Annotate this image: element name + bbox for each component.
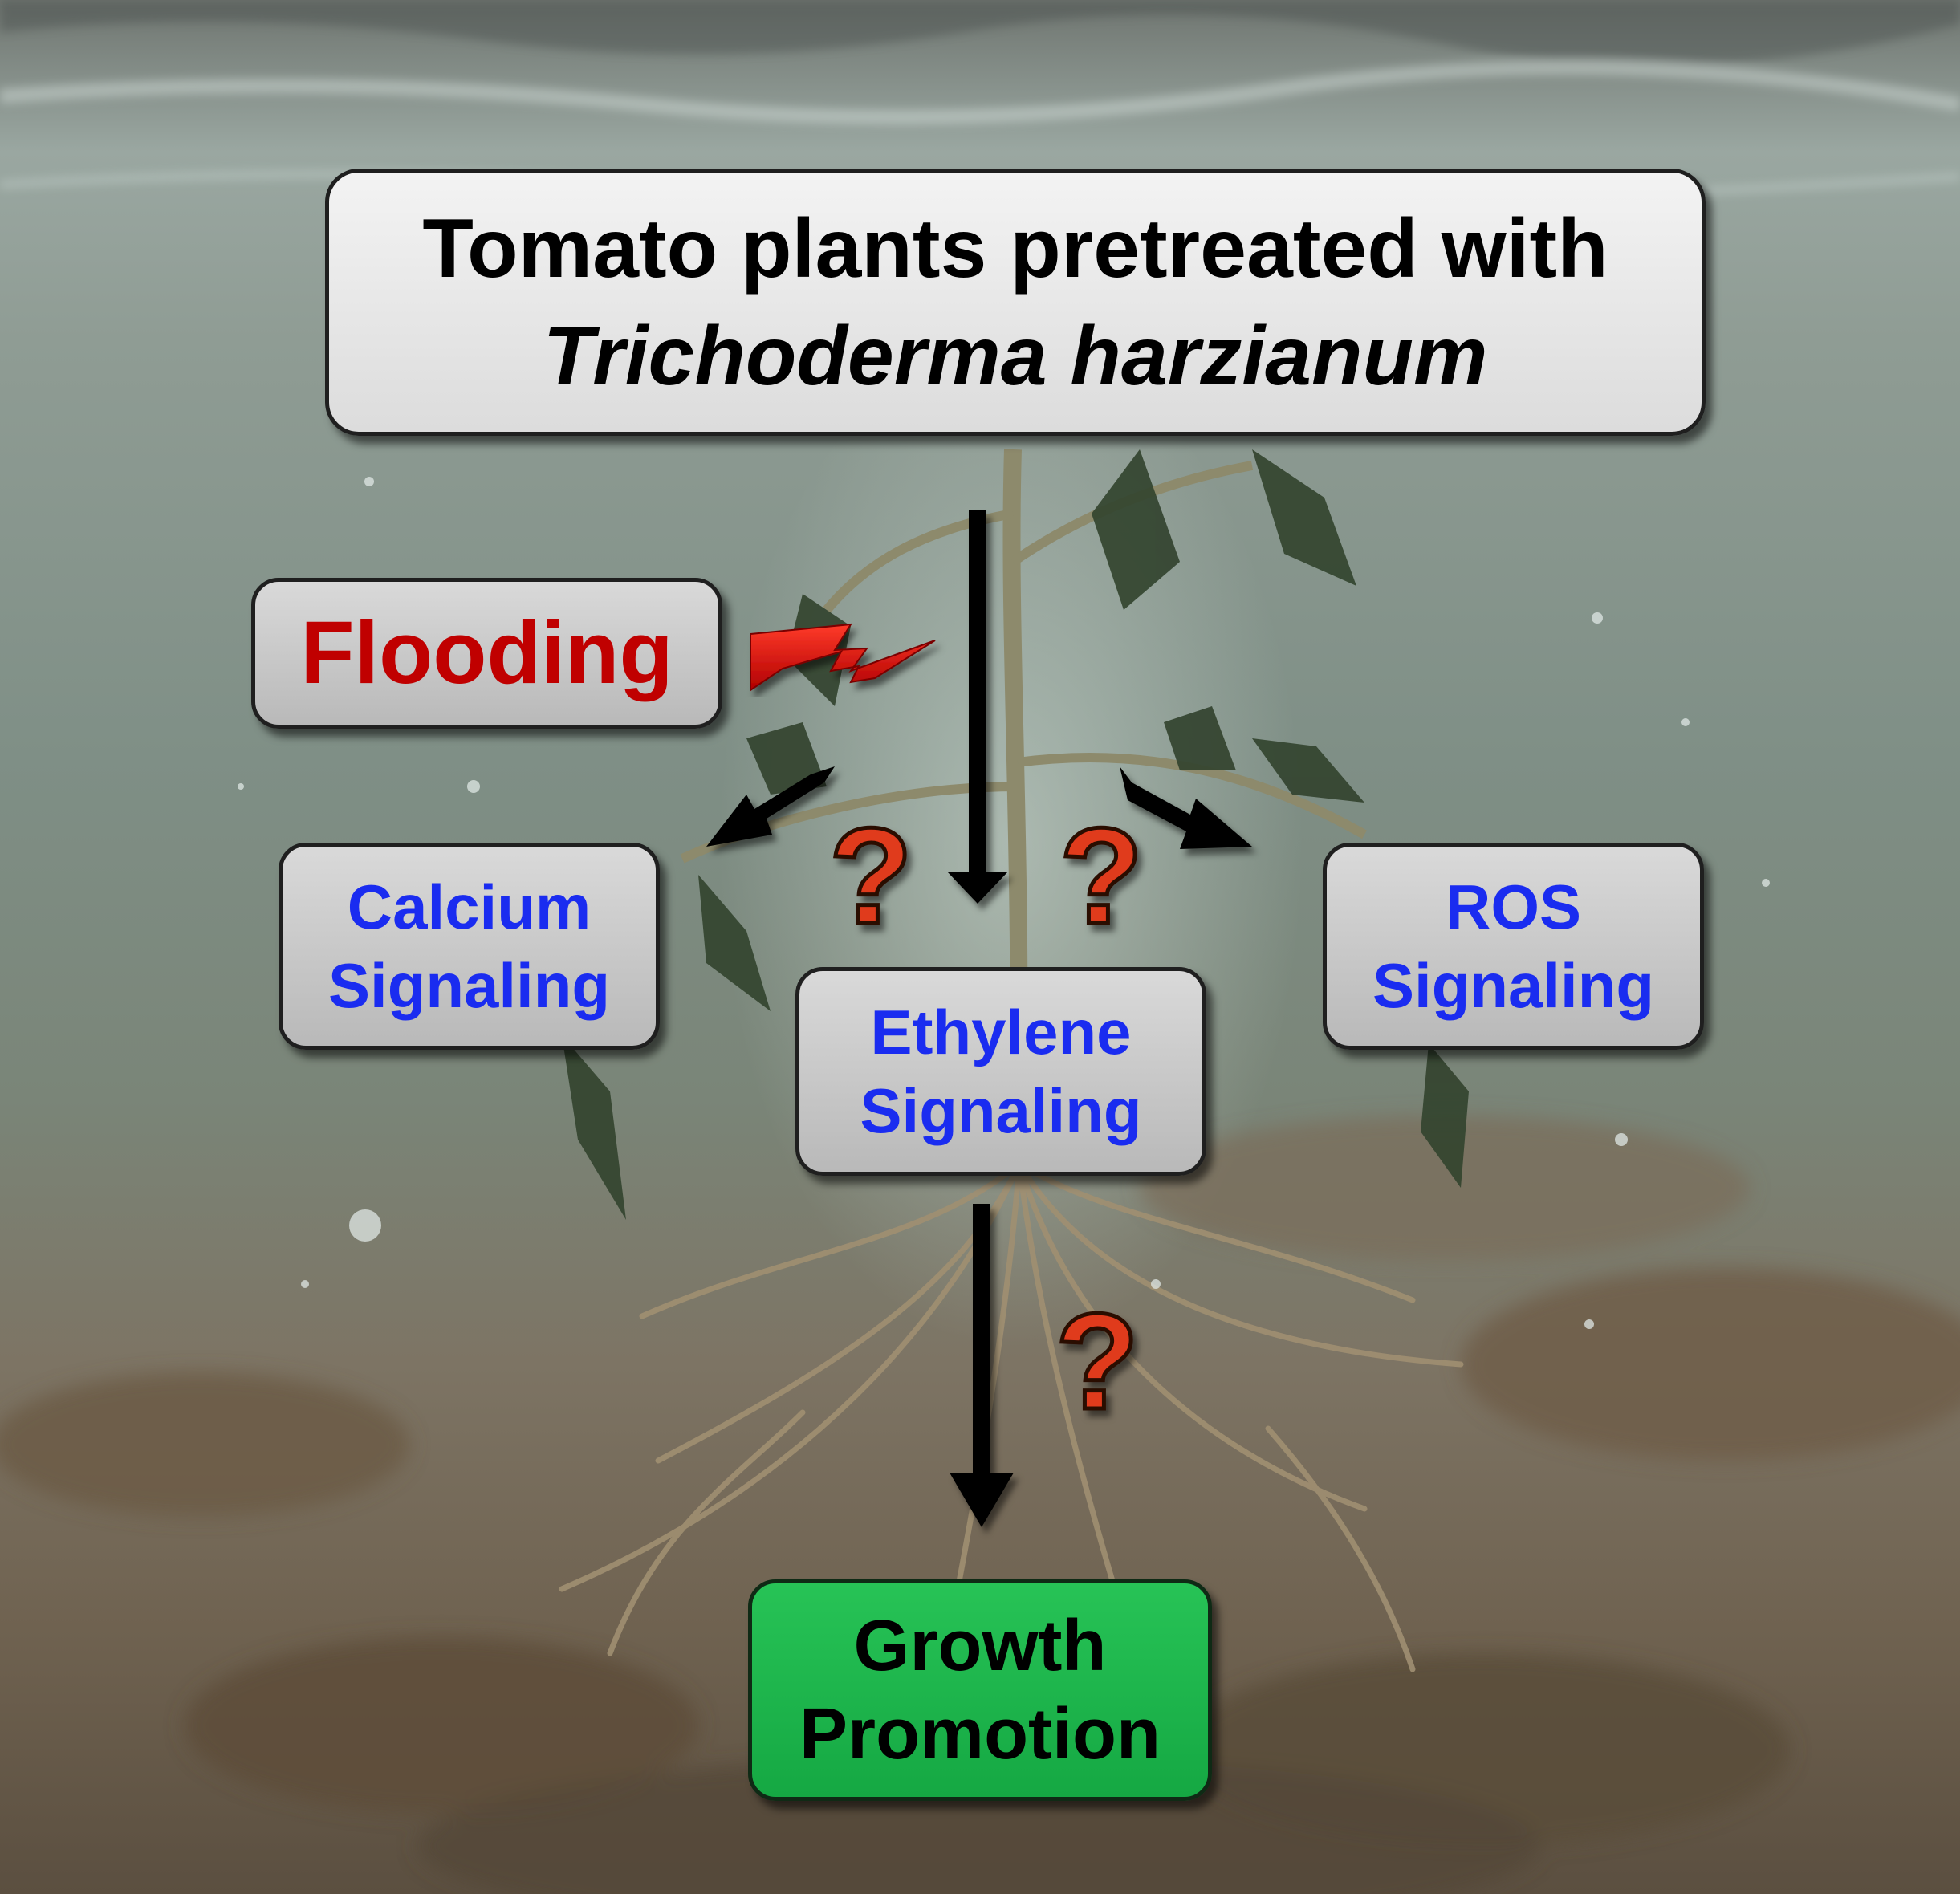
ros-line-1: ROS [1445, 872, 1582, 942]
arrow-to-calcium [706, 766, 835, 847]
ethylene-signaling-box: Ethylene Signaling [795, 967, 1206, 1176]
flooding-label: Flooding [300, 604, 673, 702]
title-line-1: Tomato plants pretreated with [422, 201, 1608, 295]
lightning-bolt-icon [750, 623, 936, 692]
arrow-ethylene-to-growth [950, 1204, 1014, 1527]
question-mark-ros: ? [1059, 800, 1143, 953]
riverbed [0, 1116, 1960, 1894]
title-line-2: Trichoderma harzianum [543, 309, 1488, 403]
ros-line-2: Signaling [1372, 950, 1654, 1021]
flooding-stress-box: Flooding [251, 578, 722, 729]
calcium-signaling-box: Calcium Signaling [279, 843, 660, 1050]
calcium-line-2: Signaling [328, 950, 610, 1021]
question-mark-calcium: ? [829, 800, 913, 953]
arrow-to-ros [1120, 766, 1252, 849]
ethylene-line-1: Ethylene [870, 997, 1132, 1067]
growth-line-1: Growth [853, 1606, 1107, 1686]
arrow-title-to-ethylene [947, 510, 1008, 904]
ethylene-line-2: Signaling [860, 1075, 1142, 1146]
calcium-line-1: Calcium [347, 872, 592, 942]
ros-signaling-box: ROS Signaling [1323, 843, 1704, 1050]
flow-arrows [706, 510, 1252, 1527]
question-mark-growth: ? [1055, 1286, 1139, 1438]
air-bubbles [238, 477, 1770, 1329]
question-mark-icon: ? ? ? [828, 799, 1145, 1441]
growth-line-2: Promotion [799, 1694, 1161, 1774]
growth-promotion-box: Growth Promotion [748, 1579, 1212, 1801]
treatment-title-box: Tomato plants pretreated with Trichoderm… [325, 169, 1706, 436]
